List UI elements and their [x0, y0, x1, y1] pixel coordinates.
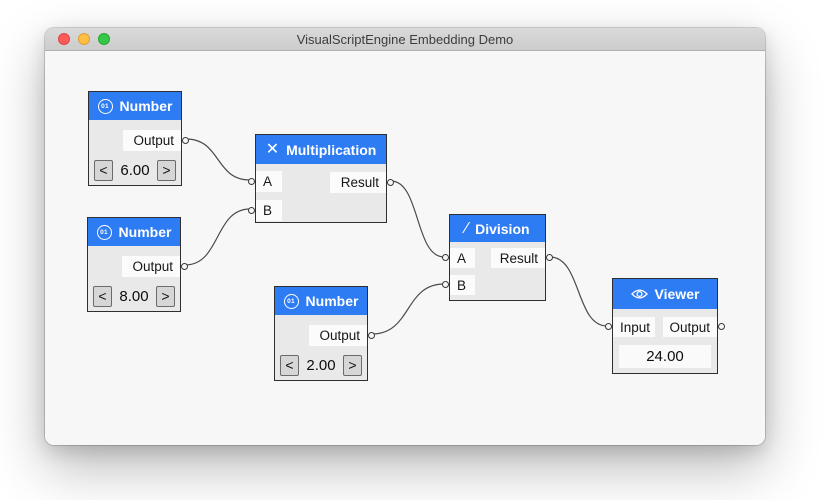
input-slot-label: A — [457, 250, 467, 266]
increment-button[interactable]: > — [343, 355, 362, 376]
output-slot-label: Output — [133, 133, 174, 148]
number-icon-text: 01 — [100, 228, 108, 236]
output-port[interactable] — [387, 179, 394, 186]
output-slot-label: Output — [319, 328, 360, 343]
input-port-b[interactable] — [442, 281, 449, 288]
number-value: 6.00 — [120, 162, 150, 179]
output-port[interactable] — [718, 323, 725, 330]
input-port-a[interactable] — [442, 254, 449, 261]
node-division-header[interactable]: ∕ Division — [450, 215, 545, 242]
node-number-2-header[interactable]: 01 Number — [88, 218, 180, 246]
node-viewer[interactable]: Viewer Input Output 24.00 — [605, 278, 725, 374]
input-slot-label: B — [263, 203, 273, 218]
node-number-1[interactable]: 01 Number Output < 6.00 > — [88, 91, 189, 186]
node-number-2[interactable]: 01 Number Output < 8.00 > — [87, 217, 188, 312]
decrement-button[interactable]: < — [94, 160, 113, 181]
window-title: VisualScriptEngine Embedding Demo — [296, 31, 514, 47]
node-title: Division — [475, 220, 530, 237]
input-slot-label: B — [457, 277, 467, 293]
node-title: Viewer — [654, 286, 700, 302]
node-title: Multiplication — [286, 141, 377, 158]
node-number-1-header[interactable]: 01 Number — [89, 92, 181, 120]
wire — [390, 180, 445, 258]
minimize-button[interactable] — [78, 33, 90, 45]
viewer-value: 24.00 — [619, 345, 711, 368]
wire — [184, 208, 251, 266]
output-slot-label: Output — [132, 259, 173, 274]
increment-button[interactable]: > — [156, 286, 175, 307]
divide-icon: ∕ — [465, 219, 469, 237]
output-slot-result[interactable]: Result — [330, 172, 386, 193]
output-slot[interactable]: Output — [663, 317, 717, 337]
input-slot-b[interactable]: B — [450, 275, 475, 295]
output-port[interactable] — [182, 137, 189, 144]
decrement-button[interactable]: < — [280, 355, 299, 376]
output-slot-label: Output — [669, 319, 710, 335]
input-port[interactable] — [605, 323, 612, 330]
node-multiplication-header[interactable]: ✕ Multiplication — [256, 135, 386, 164]
number-icon-text: 01 — [101, 102, 109, 110]
input-slot-label: A — [263, 174, 273, 189]
number-value: 8.00 — [119, 288, 149, 305]
output-slot-label: Result — [499, 250, 538, 266]
node-division[interactable]: ∕ Division A B Result — [442, 214, 553, 301]
number-icon: 01 — [97, 98, 113, 114]
input-slot-a[interactable]: A — [450, 248, 475, 268]
node-number-3-header[interactable]: 01 Number — [275, 287, 367, 315]
output-slot-result[interactable]: Result — [491, 248, 545, 268]
node-multiplication[interactable]: ✕ Multiplication A B Result — [248, 134, 394, 223]
traffic-lights — [58, 28, 110, 50]
output-slot[interactable]: Output — [309, 325, 367, 346]
input-slot-a[interactable]: A — [256, 171, 282, 192]
increment-button[interactable]: > — [157, 160, 176, 181]
app-window: VisualScriptEngine Embedding Demo 01 Num… — [45, 28, 765, 445]
output-port[interactable] — [546, 254, 553, 261]
wire — [549, 256, 608, 327]
wire — [371, 283, 445, 335]
multiply-icon: ✕ — [265, 140, 280, 158]
decrement-button[interactable]: < — [93, 286, 112, 307]
node-number-3[interactable]: 01 Number Output < 2.00 > — [274, 286, 375, 381]
close-button[interactable] — [58, 33, 70, 45]
output-slot[interactable]: Output — [122, 256, 180, 277]
eye-icon — [630, 288, 648, 300]
node-editor-canvas[interactable]: 01 Number Output < 6.00 > 01 Number Outp… — [45, 51, 765, 445]
output-port[interactable] — [181, 263, 188, 270]
node-title: Number — [305, 293, 359, 309]
input-slot[interactable]: Input — [613, 317, 655, 337]
output-port[interactable] — [368, 332, 375, 339]
output-slot[interactable]: Output — [123, 130, 181, 151]
node-title: Number — [118, 224, 172, 240]
node-title: Number — [119, 98, 173, 114]
zoom-button[interactable] — [98, 33, 110, 45]
input-slot-label: Input — [620, 319, 651, 335]
wire — [185, 138, 251, 181]
node-viewer-header[interactable]: Viewer — [613, 279, 717, 309]
number-icon: 01 — [283, 293, 299, 309]
input-port-a[interactable] — [248, 178, 255, 185]
output-slot-label: Result — [340, 175, 379, 190]
number-icon-text: 01 — [287, 297, 295, 305]
input-port-b[interactable] — [248, 207, 255, 214]
number-icon: 01 — [96, 224, 112, 240]
titlebar[interactable]: VisualScriptEngine Embedding Demo — [45, 28, 765, 51]
number-value: 2.00 — [306, 357, 336, 374]
input-slot-b[interactable]: B — [256, 200, 282, 221]
